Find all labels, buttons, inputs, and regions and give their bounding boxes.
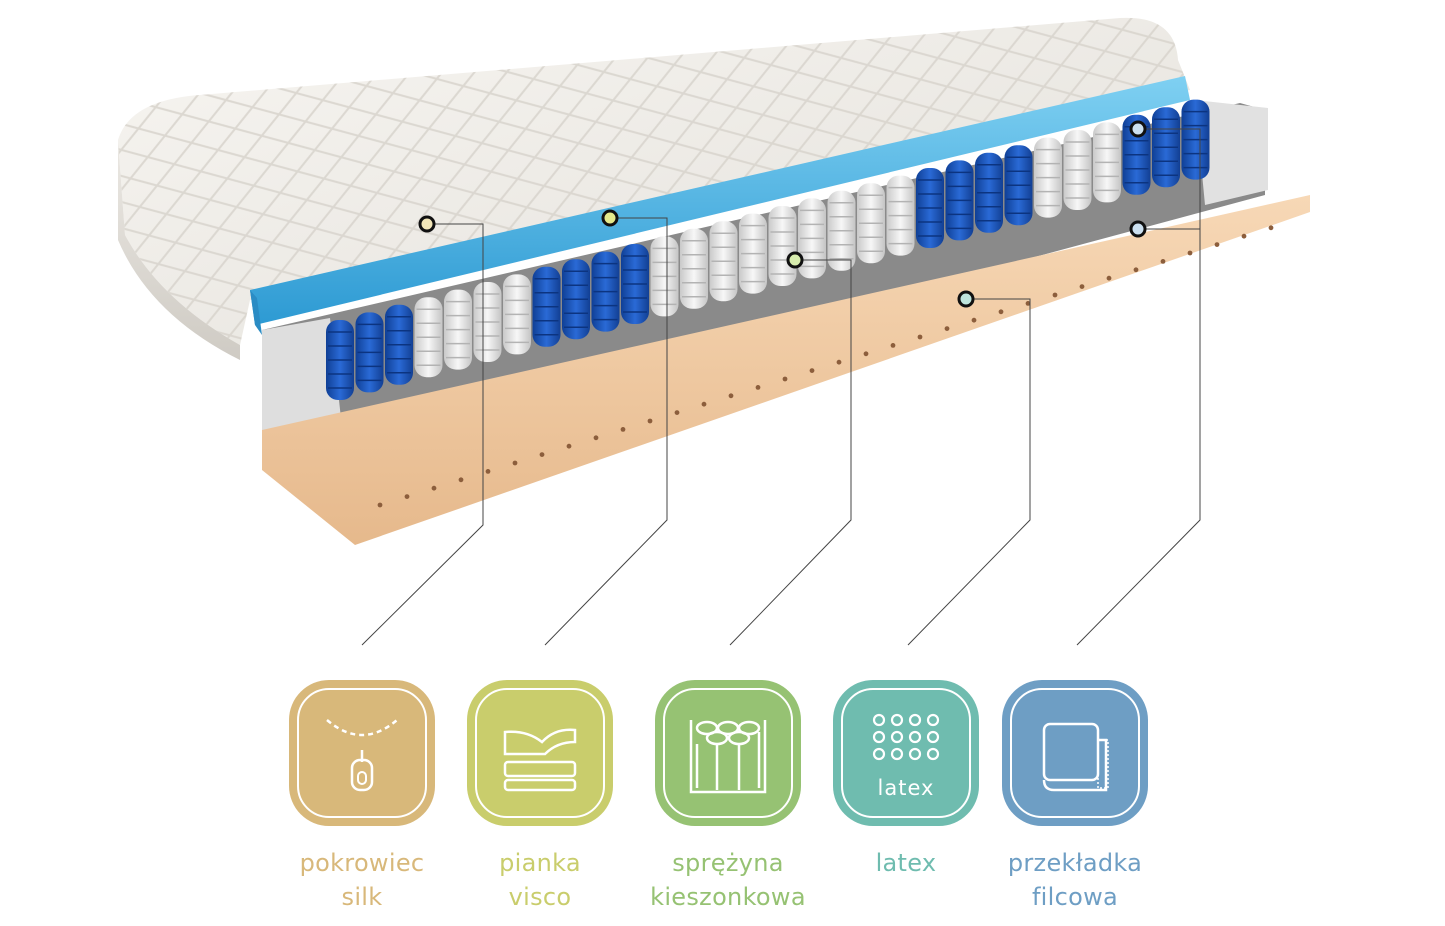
zipper-icon [326, 719, 398, 792]
leader-line [1076, 128, 1201, 646]
latex-dot [908, 713, 922, 727]
blue-spring [1004, 145, 1033, 226]
felt-badge [1002, 680, 1148, 826]
leader-line [544, 217, 668, 646]
latex-dot [926, 713, 940, 727]
white-spring [650, 236, 679, 317]
blue-spring [1181, 99, 1210, 180]
visco-foam-icon [503, 728, 577, 792]
springs-badge [655, 680, 801, 826]
blue-spring [945, 160, 974, 241]
caption-cover: pokrowiec silk [262, 846, 462, 914]
white-spring [473, 282, 502, 362]
badge-frame [1010, 688, 1140, 818]
badge-frame [297, 688, 427, 818]
callout-marker [957, 290, 975, 308]
caption-felt: przekładka filcowa [975, 846, 1175, 914]
latex-dot [908, 747, 922, 761]
caption-line-1: latex [875, 849, 937, 877]
pocket-springs [326, 99, 1210, 400]
badge-frame [841, 688, 971, 818]
blue-spring [916, 168, 944, 248]
latex-holes [377, 225, 1274, 508]
cover-badge [289, 680, 435, 826]
caption-latex: latex [806, 846, 1006, 880]
latex-dot [890, 730, 904, 744]
latex-layer [262, 195, 1310, 545]
badge-frame [663, 688, 793, 818]
caption-line-2: filcowa [1031, 883, 1119, 911]
blue-spring [385, 304, 413, 385]
caption-line-1: przekładka [1007, 849, 1143, 877]
felt-pad-icon [1042, 722, 1109, 792]
callout-marker [1129, 120, 1147, 138]
latex-badge: latex [833, 680, 979, 826]
callout-marker [1129, 220, 1147, 238]
latex-dots-icon [872, 713, 940, 761]
caption-line-1: sprężyna [672, 849, 784, 877]
badge-frame [475, 688, 605, 818]
visco-foam-layer [250, 76, 1190, 335]
caption-line-1: pokrowiec [299, 849, 425, 877]
latex-dot [908, 730, 922, 744]
latex-icon-text: latex [877, 776, 935, 800]
white-spring [1093, 122, 1121, 203]
latex-dot [872, 747, 886, 761]
caption-visco: pianka visco [440, 846, 640, 914]
blue-spring [532, 266, 561, 347]
caption-line-2: silk [341, 883, 383, 911]
white-spring [739, 213, 767, 294]
leader-line [361, 223, 484, 646]
caption-line-2: kieszonkowa [650, 883, 806, 911]
latex-dot [926, 730, 940, 744]
callout-marker [601, 209, 619, 227]
caption-springs: sprężyna kieszonkowa [628, 846, 828, 914]
caption-line-1: pianka [499, 849, 581, 877]
blue-spring [562, 259, 590, 340]
latex-dot [926, 747, 940, 761]
visco-badge [467, 680, 613, 826]
white-spring [1063, 130, 1092, 210]
blue-spring [621, 244, 649, 324]
white-spring [680, 228, 708, 309]
blue-spring [591, 251, 620, 332]
leader-line [729, 259, 852, 646]
blue-spring [975, 152, 1003, 233]
leader-line [907, 298, 1031, 646]
blue-spring [355, 312, 384, 393]
white-spring [827, 190, 856, 271]
callout-marker [418, 215, 436, 233]
white-spring [768, 206, 797, 286]
callout-marker [786, 251, 804, 269]
pocket-spring-icon [689, 720, 767, 794]
white-spring [886, 175, 915, 256]
caption-line-2: visco [508, 883, 572, 911]
latex-dot [872, 713, 886, 727]
white-spring [709, 221, 738, 302]
latex-dot [890, 747, 904, 761]
latex-dot [872, 730, 886, 744]
white-spring [798, 198, 826, 279]
latex-dot [890, 713, 904, 727]
blue-spring [326, 320, 354, 400]
white-spring [1034, 137, 1062, 218]
white-spring [444, 289, 472, 370]
white-spring [503, 274, 531, 355]
callouts [361, 120, 1201, 646]
white-spring [857, 183, 885, 264]
white-spring [414, 297, 443, 378]
blue-spring [1152, 107, 1180, 188]
